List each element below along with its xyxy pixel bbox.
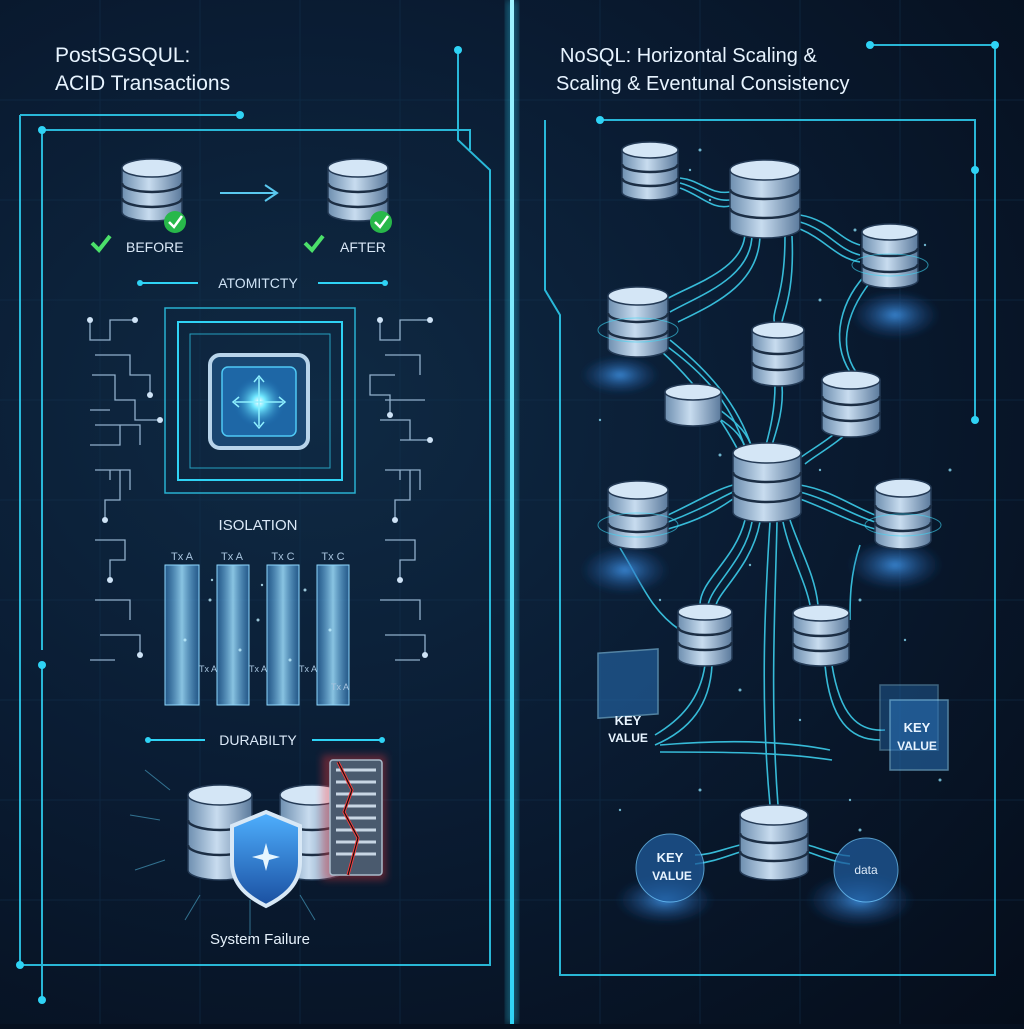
data-bubble-text: data [854,863,878,877]
transaction-top-label: Tx A [221,551,244,563]
nosql-node [873,478,933,550]
cloud-glows [580,290,943,928]
kv-bubble-key: KEY [657,850,684,865]
before-label: BEFORE [126,239,184,255]
left-title-line2: ACID Transactions [55,72,230,95]
transaction-lane: Tx C Tx A [316,551,350,706]
kv-card-key: KEY [615,713,642,728]
transaction-bottom-label: Tx A [299,664,317,674]
transaction-lane: Tx A Tx A [216,551,267,706]
cpu-chip-icon [208,353,310,450]
kv-bubble-left: KEY VALUE [635,833,705,903]
left-frame-nodes [16,46,462,1004]
transaction-top-label: Tx C [271,551,294,563]
orbit-rings [597,253,942,538]
before-database [120,158,184,222]
kv-card-right: KEY VALUE [879,684,949,771]
kv-card-left: KEY VALUE [597,648,659,745]
transaction-lane: Tx C Tx A [266,551,317,706]
kv-bubble-value: VALUE [652,869,692,883]
atomicity-label: ATOMITCTY [218,275,298,291]
after-check-icon [370,211,392,233]
transaction-bottom-label: Tx A [249,664,267,674]
failing-server-icon [322,755,386,880]
arrow-icon [220,184,279,202]
kv-card-key: KEY [904,720,931,735]
transaction-bottom-label: Tx A [199,664,217,674]
particles [598,148,952,832]
transaction-top-label: Tx C [321,551,344,563]
failure-label: System Failure [210,931,310,948]
nosql-node [620,141,680,201]
nosql-node [606,480,670,550]
right-frame-nodes [596,41,999,424]
center-divider [506,0,518,1024]
nosql-node [791,604,851,667]
nosql-node [728,159,802,239]
transaction-lane: Tx A Tx A [164,551,217,706]
left-circuit-traces [89,319,430,661]
nosql-node [860,223,920,289]
after-database [326,158,390,222]
circuit-nodes [87,317,433,658]
isolation-sparkles [183,578,332,662]
nosql-node [750,321,806,387]
nosql-node [664,383,722,427]
kv-card-value: VALUE [897,739,937,753]
right-title-line1: NoSQL: Horizontal Scaling & [560,45,817,67]
transaction-top-label: Tx A [171,551,194,563]
nosql-database-nodes [606,141,933,881]
before-checkmark-icon [90,234,112,254]
before-check-icon [164,211,186,233]
kv-card-value: VALUE [608,731,648,745]
data-bubble-right: data [833,837,899,903]
left-panel-frame [19,50,491,1000]
after-label: AFTER [340,239,386,255]
transaction-lanes: Tx A Tx A Tx A Tx A Tx C Tx A Tx C Tx A [164,551,350,706]
nosql-node-hub [731,442,803,523]
left-title-line1: PostSGSQUL: [55,44,190,67]
after-checkmark-icon [303,234,325,254]
right-title-line2: Scaling & Eventunal Consistency [556,73,850,95]
nosql-node [606,286,670,358]
shield-icon [230,809,302,909]
isolation-label: ISOLATION [219,517,298,534]
durability-label: DURABILTY [219,732,297,748]
nosql-node [676,603,734,667]
transaction-bottom-label: Tx A [331,682,349,692]
nosql-node [820,370,882,438]
atomicity-chip-frame [164,307,356,494]
nosql-node [738,804,810,881]
